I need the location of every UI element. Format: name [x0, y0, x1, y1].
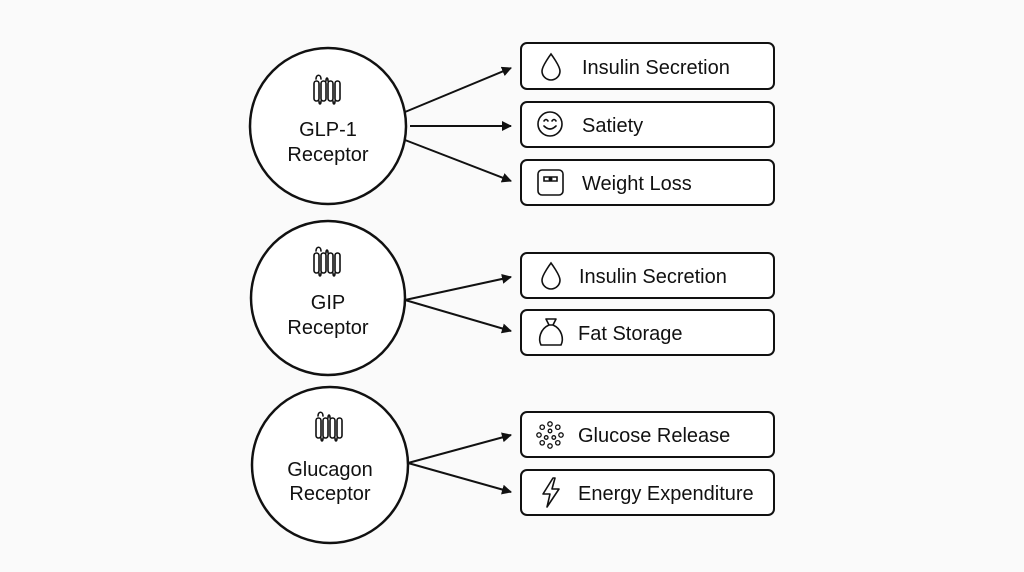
bag-icon	[538, 318, 564, 346]
droplet-icon	[541, 261, 561, 290]
effect-label: Satiety	[582, 115, 643, 137]
receptor-helix-icon	[315, 411, 343, 442]
effect-box-insulin-secretion: Insulin Secretion	[520, 42, 775, 90]
arrow	[404, 274, 512, 301]
arrow	[404, 66, 512, 113]
effect-label: Energy Expenditure	[578, 483, 754, 505]
effect-box-satiety: Satiety	[520, 101, 775, 148]
receptor-helix-icon	[313, 246, 341, 277]
arrow	[407, 462, 512, 495]
receptor-name-line2: Receptor	[289, 483, 370, 505]
lightning-icon	[542, 477, 560, 508]
effect-box-glucose-release: Glucose Release	[520, 411, 775, 458]
receptor-group-glp1: GLP-1 Receptor Insulin Secretion Satiety	[248, 42, 775, 206]
effect-label: Weight Loss	[582, 173, 692, 195]
receptor-name-line2: Receptor	[287, 317, 368, 339]
effect-box-insulin-secretion: Insulin Secretion	[520, 252, 775, 299]
receptor-group-gip: GIP Receptor Insulin Secretion Fat Stora…	[249, 219, 775, 377]
receptor-name-line1: GLP-1	[299, 119, 357, 141]
effect-label: Fat Storage	[578, 323, 683, 345]
effect-box-fat-storage: Fat Storage	[520, 309, 775, 356]
effect-label: Insulin Secretion	[579, 266, 727, 288]
arrow	[404, 139, 512, 183]
receptor-node: GIP Receptor	[249, 219, 407, 377]
receptor-name-line2: Receptor	[287, 144, 368, 166]
effect-label: Glucose Release	[578, 425, 730, 447]
droplet-icon	[541, 52, 561, 81]
effect-label: Insulin Secretion	[582, 57, 730, 79]
receptor-node: GLP-1 Receptor	[248, 46, 408, 206]
scale-icon	[537, 169, 564, 196]
receptor-node: Glucagon Receptor	[250, 385, 410, 545]
effect-box-weight-loss: Weight Loss	[520, 159, 775, 206]
receptor-group-glucagon: Glucagon Receptor Glucose Release	[250, 385, 775, 545]
receptor-name-line1: GIP	[311, 292, 345, 314]
receptor-name-line1: Glucagon	[287, 459, 373, 481]
receptor-helix-icon	[313, 74, 341, 105]
arrow	[404, 299, 512, 334]
effect-box-energy-expenditure: Energy Expenditure	[520, 469, 775, 516]
arrow	[407, 432, 512, 464]
dots-circle-icon	[536, 421, 564, 449]
smiley-icon	[537, 111, 563, 137]
